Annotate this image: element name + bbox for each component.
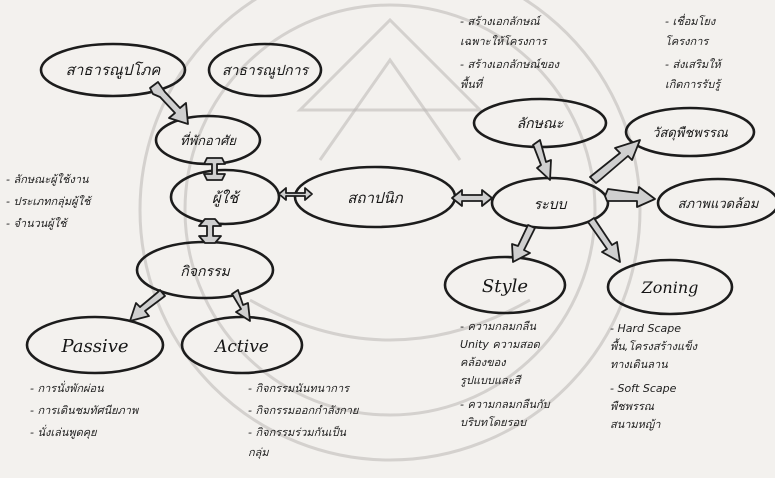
node-passive: Passive — [25, 315, 165, 375]
node-label: สถาปนิก — [347, 189, 403, 207]
note-line: เกิดการรับรู้ — [665, 78, 722, 91]
note-line: - กิจกรรมนันทนาการ — [248, 382, 351, 395]
notes-active: - กิจกรรมนันทนาการ - กิจกรรมออกกำลังกาย … — [248, 382, 360, 459]
note-line: - สร้างเอกลักษณ์ — [460, 15, 543, 28]
node-label: ที่พักอาศัย — [180, 131, 237, 149]
node-style: Style — [443, 255, 567, 315]
node-materials: วัสดุพืชพรรณ — [624, 106, 756, 158]
notes-zoning: - Hard Scape พื้น,โครงสร้างแข็ง ทางเดินล… — [610, 322, 699, 431]
node-label: ลักษณะ — [517, 116, 564, 132]
note-line: - การนั่งพักผ่อน — [30, 380, 104, 395]
note-line: Unity ความสอด — [460, 338, 541, 351]
note-line: - กิจกรรมร่วมกันเป็น — [248, 425, 347, 439]
note-line: พื้นที่ — [460, 76, 484, 91]
notes-style: - ความกลมกลืน Unity ความสอด คล้องของ รูป… — [460, 320, 551, 429]
note-line: - ลักษณะผู้ใช้งาน — [6, 173, 89, 186]
node-label: ระบบ — [534, 197, 568, 213]
note-line: - ความกลมกลืน — [460, 320, 536, 333]
note-line: - Hard Scape — [610, 322, 681, 335]
note-line: - การเดินชมทัศนียภาพ — [30, 404, 140, 417]
node-label: กิจกรรม — [180, 264, 230, 280]
note-line: รูปแบบและสี — [460, 374, 523, 387]
note-line: ทางเดินลาน — [610, 358, 668, 371]
node-center: สถาปนิก — [293, 165, 457, 229]
node-label: Active — [213, 337, 269, 357]
node-top-left-a: สาธารณูปโภค — [39, 42, 187, 98]
node-zoning: Zoning — [606, 258, 734, 316]
node-label: สภาพแวดล้อม — [678, 197, 760, 212]
node-facilities: ที่พักอาศัย — [154, 114, 262, 166]
node-label: Zoning — [641, 278, 699, 297]
watermark-seal — [138, 0, 642, 462]
note-line: - สร้างเอกลักษณ์ของ — [460, 58, 561, 71]
note-line: - ความกลมกลืนกับ — [460, 398, 551, 411]
node-label: ผู้ใช้ — [212, 189, 241, 207]
node-top-left-b: สาธารณูปการ — [207, 42, 323, 98]
note-line: พื้น,โครงสร้างแข็ง — [610, 338, 699, 353]
connector-arrows — [129, 81, 656, 322]
notes-user: - ลักษณะผู้ใช้งาน - ประเภทกลุ่มผู้ใช้ - … — [6, 173, 92, 230]
node-label: Style — [482, 276, 528, 297]
note-line: - ส่งเสริมให้ — [665, 58, 723, 71]
note-line: โครงการ — [665, 35, 710, 48]
note-line: - นั่งเล่นพูดคุย — [30, 424, 98, 439]
node-label: สาธารณูปโภค — [66, 61, 162, 79]
node-active: Active — [180, 315, 304, 375]
note-line: - ประเภทกลุ่มผู้ใช้ — [6, 195, 92, 208]
note-line: พืชพรรณ — [610, 400, 655, 413]
node-label: Passive — [60, 336, 128, 357]
node-activity: กิจกรรม — [135, 240, 275, 300]
note-line: เฉพาะให้โครงการ — [460, 35, 549, 48]
note-line: - กิจกรรมออกกำลังกาย — [248, 404, 360, 417]
note-line: - Soft Scape — [610, 382, 677, 395]
notes-top-right: - เชื่อมโยง โครงการ - ส่งเสริมให้ เกิดกา… — [665, 13, 723, 91]
note-line: สนามหญ้า — [610, 418, 661, 431]
note-line: - เชื่อมโยง — [665, 13, 717, 28]
note-line: บริบทโดยรอบ — [460, 416, 527, 429]
note-line: คล้องของ — [460, 356, 507, 369]
node-label: วัสดุพืชพรรณ — [652, 126, 729, 141]
node-environment: สภาพแวดล้อม — [656, 177, 775, 229]
note-line: - จำนวนผู้ใช้ — [6, 217, 69, 230]
note-line: กลุ่ม — [248, 446, 269, 459]
node-label: สาธารณูปการ — [222, 63, 310, 79]
notes-passive: - การนั่งพักผ่อน - การเดินชมทัศนียภาพ - … — [30, 380, 140, 439]
node-user: ผู้ใช้ — [169, 168, 281, 226]
notes-top-center: - สร้างเอกลักษณ์ เฉพาะให้โครงการ - สร้าง… — [460, 15, 561, 91]
